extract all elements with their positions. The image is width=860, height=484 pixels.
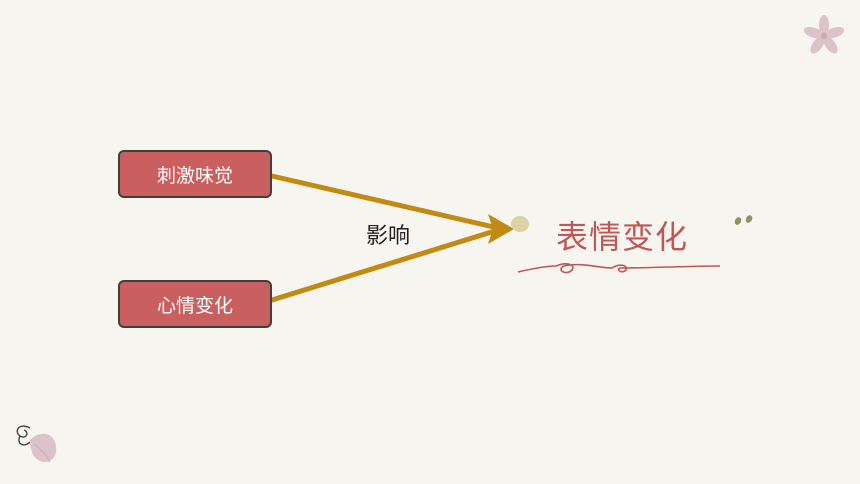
swirl-icon	[16, 425, 31, 446]
source-node-taste-label: 刺激味觉	[156, 164, 233, 187]
arrowhead	[488, 214, 514, 244]
source-node-mood: 心情变化	[118, 280, 272, 328]
dots-icon	[734, 215, 753, 225]
wavy-underline	[517, 263, 721, 274]
source-node-mood-label: 心情变化	[156, 294, 233, 317]
source-node-taste: 刺激味觉	[118, 150, 272, 198]
arrow-bottom	[269, 227, 501, 303]
beige-blob-icon	[511, 216, 529, 232]
target-node-label: 表情变化	[556, 218, 689, 256]
flower-icon	[803, 15, 845, 54]
leaf-vein	[33, 443, 51, 463]
edge-label: 影响	[366, 224, 411, 249]
arrow-top	[269, 173, 501, 231]
leaf-icon	[30, 433, 57, 463]
